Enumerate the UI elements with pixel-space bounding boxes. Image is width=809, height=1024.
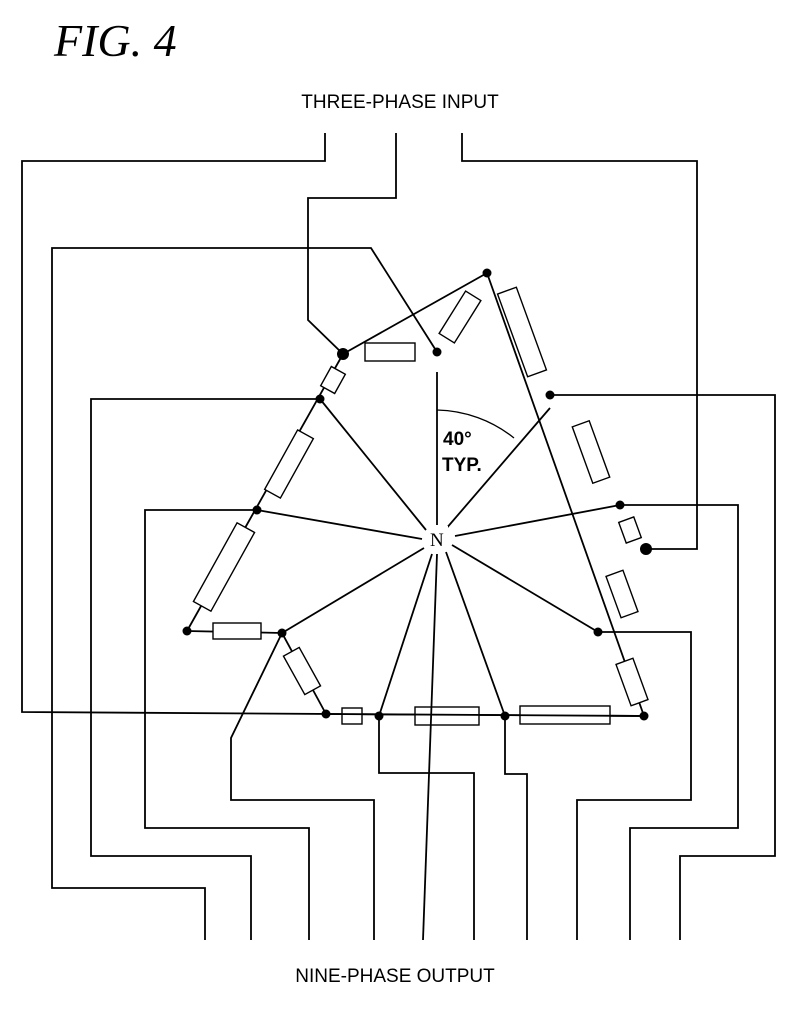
angle-value-label: 40° (443, 429, 472, 450)
neutral-radials (256, 372, 621, 941)
angle-indicator (436, 409, 515, 439)
angle-note-label: TYP. (442, 455, 482, 476)
input-wiring (21, 133, 698, 717)
output-label: NINE-PHASE OUTPUT (295, 966, 495, 987)
neutral-label-background (427, 526, 448, 550)
input-label: THREE-PHASE INPUT (301, 92, 499, 113)
neutral-label: N (430, 530, 444, 551)
delta-winding (186, 272, 645, 717)
output-wiring (51, 247, 776, 940)
junction-dots (182, 268, 652, 721)
figure-title: FIG. 4 (54, 15, 177, 66)
winding-elements (192, 286, 649, 726)
